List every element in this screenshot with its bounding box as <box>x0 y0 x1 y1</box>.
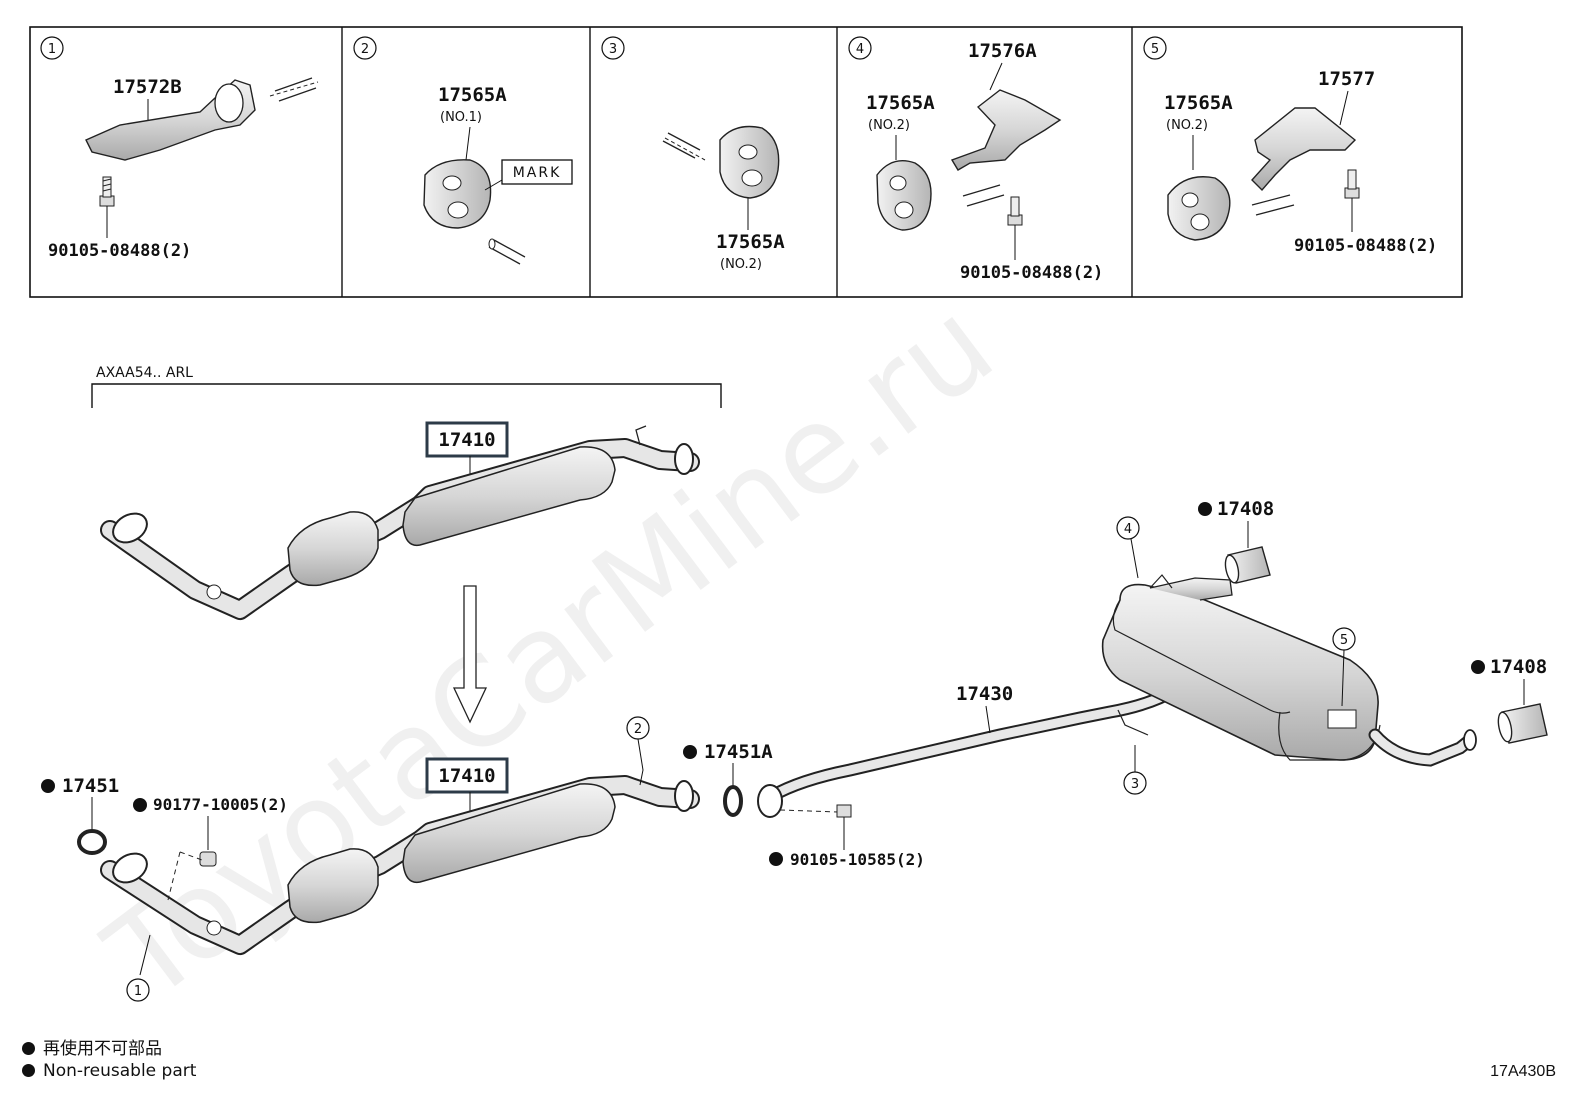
panel-2-part-label: 17565A <box>438 84 507 106</box>
tail-pipe-top: 17408 <box>1198 498 1274 584</box>
front-pipe-bottom-label: 17410 <box>438 765 495 787</box>
svg-text:5: 5 <box>1340 633 1348 648</box>
panel-5-bolt-label: 90105-08488(2) <box>1294 236 1437 256</box>
diagram-code: 17A430B <box>1490 1063 1556 1080</box>
nut-90177-label: 90177-10005(2) <box>153 795 288 814</box>
callout-4: 4 <box>1116 516 1140 579</box>
panel-3-part-label: 17565A <box>716 231 785 253</box>
bracket-17577-shape <box>1251 107 1357 192</box>
panel-2-number: 2 <box>361 42 369 57</box>
down-arrow-icon <box>452 585 488 724</box>
nut-90177: 90177-10005(2) <box>133 795 288 901</box>
bolt-icon <box>99 176 115 207</box>
center-pipe-label: 17430 <box>956 683 1013 705</box>
bolt-icon <box>1007 196 1023 226</box>
panel-5-part-a-note: (NO.2) <box>1166 118 1208 133</box>
bullet-icon <box>22 1042 35 1055</box>
variant-label: AXAA54.. ARL <box>96 365 193 381</box>
bracket-17576A-shape <box>950 89 1062 171</box>
bullet-icon <box>22 1064 35 1077</box>
callout-3: 3 <box>1123 745 1147 795</box>
panel-1-part-label: 17572B <box>113 76 182 98</box>
svg-text:1: 1 <box>134 984 142 999</box>
panel-4-bolt-label: 90105-08488(2) <box>960 263 1103 283</box>
watermark: ToyotaCarMine.ru <box>81 273 1018 1028</box>
panel-1: 1 17572B 90105-08488(2) <box>40 36 319 261</box>
detail-panels <box>29 26 1463 298</box>
panel-5-part-b-label: 17577 <box>1318 68 1375 90</box>
front-pipe-bottom: 17410 <box>100 757 700 955</box>
tail-pipe-top-label: 17408 <box>1217 498 1274 520</box>
tail-pipe-right-label: 17408 <box>1490 656 1547 678</box>
panel-3: 3 17565A (NO.2) <box>601 36 785 272</box>
hanger-rubber-icon <box>423 159 492 229</box>
bolt-90105-10585: 90105-10585(2) <box>769 804 925 869</box>
tail-pipe-right: 17408 <box>1471 656 1548 744</box>
hanger-rubber-icon <box>719 125 780 199</box>
svg-text:2: 2 <box>634 722 642 737</box>
callout-2: 2 <box>626 716 650 786</box>
gasket-17451: 17451 <box>41 775 119 855</box>
panel-5-number: 5 <box>1151 42 1159 57</box>
gasket-17451A-label: 17451A <box>704 741 773 763</box>
front-pipe-top: 17410 <box>100 421 700 620</box>
variant-group: AXAA54.. ARL <box>91 365 722 408</box>
hanger-rubber-icon <box>876 160 932 231</box>
panel-5-part-a-label: 17565A <box>1164 92 1233 114</box>
panel-4: 4 17576A 17565A (NO.2) 90105-08488(2) <box>848 36 1103 283</box>
svg-text:3: 3 <box>1131 777 1139 792</box>
bolt-90105-10585-label: 90105-10585(2) <box>790 850 925 869</box>
hanger-rubber-icon <box>1167 176 1231 241</box>
legend-line-2: Non-reusable part <box>43 1061 197 1081</box>
panel-3-part-note: (NO.2) <box>720 257 762 272</box>
panel-1-number: 1 <box>48 42 56 57</box>
panel-4-part-a-label: 17565A <box>866 92 935 114</box>
panel-2: 2 17565A (NO.1) MARK <box>353 36 573 265</box>
gasket-17451-label: 17451 <box>62 775 119 797</box>
panel-1-bolt-label: 90105-08488(2) <box>48 241 191 261</box>
muffler <box>1101 574 1477 767</box>
panel-3-number: 3 <box>609 42 617 57</box>
panel-4-part-b-label: 17576A <box>968 40 1037 62</box>
bracket-17572B-shape <box>85 79 256 161</box>
mark-label: MARK <box>513 165 562 181</box>
panel-4-part-a-note: (NO.2) <box>868 118 910 133</box>
bolt-icon <box>1344 169 1360 199</box>
svg-text:4: 4 <box>1124 522 1132 537</box>
front-pipe-top-label: 17410 <box>438 429 495 451</box>
panel-5: 5 17577 17565A (NO.2) 90105-08488(2) <box>1143 36 1437 256</box>
legend-line-1: 再使用不可部品 <box>43 1039 162 1059</box>
panel-2-part-note: (NO.1) <box>440 110 482 125</box>
gasket-17451A: 17451A <box>683 741 773 817</box>
center-pipe-17430: 17430 <box>757 683 1182 818</box>
callout-1: 1 <box>126 934 151 1002</box>
panel-4-number: 4 <box>856 42 864 57</box>
legend-japanese: 再使用不可部品 <box>22 1034 162 1059</box>
callout-5: 5 <box>1332 627 1356 707</box>
legend-english: Non-reusable part <box>22 1061 196 1081</box>
